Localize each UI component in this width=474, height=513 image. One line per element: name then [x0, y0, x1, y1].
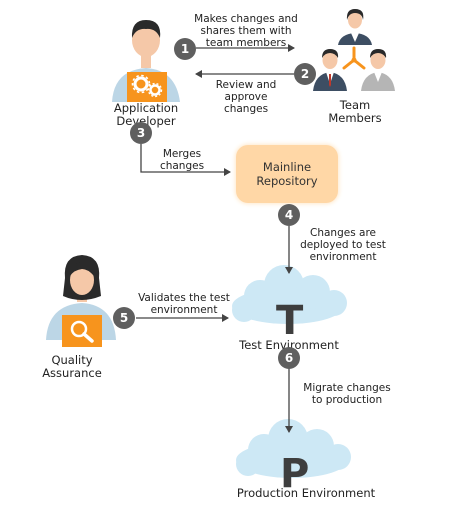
step-badge-2: 2: [294, 63, 316, 85]
step-badge-3: 3: [130, 122, 152, 144]
test-cloud: [232, 265, 347, 324]
developer-label-line2: Developer: [116, 114, 176, 128]
qa-label-line1: Quality: [51, 353, 93, 367]
developer-label-line1: Application: [113, 101, 179, 115]
step1-text-line3: team members: [205, 37, 287, 49]
step3-text-line2: changes: [159, 160, 205, 172]
test-env-label: Test Environment: [239, 338, 339, 352]
step4-text-line2: deployed to test: [300, 239, 386, 251]
step6-text-line1: Migrate changes: [303, 382, 391, 394]
step4-text-line1: Changes are: [310, 227, 376, 239]
step5-text-line1: Validates the test: [138, 292, 230, 304]
arrow-step-3: [140, 144, 231, 176]
repository-line2: Repository: [256, 174, 318, 188]
step6-text-line2: to production: [311, 394, 383, 406]
step-badge-5: 5: [113, 307, 135, 329]
repository-line1: Mainline: [262, 160, 312, 174]
step2-text-line1: Review and: [215, 79, 277, 91]
step-badge-6: 6: [278, 347, 300, 369]
production-cloud: [236, 419, 351, 478]
step2-text-line2: approve: [224, 91, 268, 103]
step1-text-line2: shares them with: [200, 25, 292, 37]
test-env-letter: T: [276, 298, 304, 344]
step1-text-line1: Makes changes and: [194, 13, 298, 25]
gears-icon: [127, 72, 167, 102]
step2-text-line3: changes: [223, 103, 269, 115]
team-label-line1: Team: [339, 98, 371, 112]
prod-env-label: Production Environment: [236, 486, 376, 500]
prod-env-letter: P: [280, 451, 310, 497]
step4-text-line3: environment: [309, 251, 377, 263]
team-label-line2: Members: [328, 111, 382, 125]
mainline-repository: Mainline Repository: [236, 145, 338, 203]
step-badge-1: 1: [174, 38, 196, 60]
qa-label-line2: Assurance: [42, 366, 102, 380]
step3-text-line1: Merges: [162, 148, 202, 160]
step-badge-4: 4: [278, 204, 300, 226]
step5-text-line2: environment: [150, 304, 218, 316]
team-members-figure: [313, 9, 395, 91]
magnifier-icon: [62, 315, 102, 347]
